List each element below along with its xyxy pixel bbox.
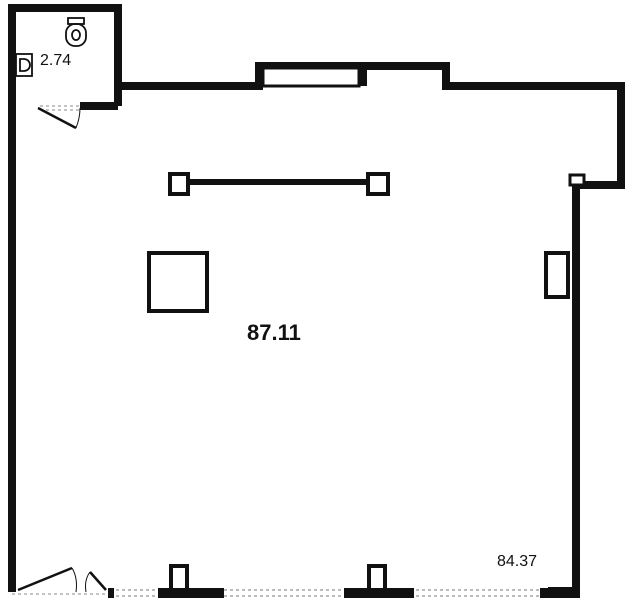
pilaster xyxy=(544,251,570,299)
beam-with-columns xyxy=(168,172,390,196)
wc-walls xyxy=(8,4,122,110)
column-icon xyxy=(366,172,390,196)
wc-area-label: 2.74 xyxy=(40,52,72,69)
column-icon xyxy=(168,172,190,196)
bottom-wall xyxy=(108,564,580,598)
window-icon xyxy=(261,66,361,88)
column-icon xyxy=(367,564,387,592)
sink-icon xyxy=(15,53,33,77)
main-walls xyxy=(8,62,625,595)
wall-notch xyxy=(568,173,586,187)
toilet-icon xyxy=(65,17,87,47)
column-icon xyxy=(169,564,189,592)
door-swing-icon xyxy=(12,566,107,595)
total-area-label: 84.37 xyxy=(497,553,538,570)
column-icon xyxy=(147,251,209,313)
main-area-label: 87.11 xyxy=(247,320,301,345)
door-swing-icon xyxy=(37,105,81,130)
